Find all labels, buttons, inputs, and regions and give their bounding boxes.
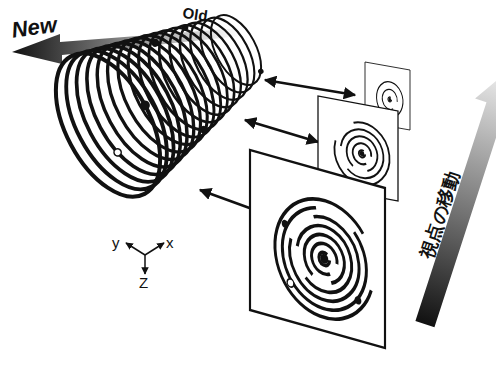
coil-dot — [151, 38, 160, 47]
panel-ring — [382, 88, 397, 111]
coil-dot — [140, 100, 151, 111]
panels — [250, 62, 410, 348]
panel-dot — [282, 219, 289, 229]
coil-dot — [113, 147, 123, 157]
viewpoint-arrow — [404, 65, 496, 331]
panel-ring — [388, 97, 392, 102]
axis-label: y — [112, 234, 120, 251]
stroke — [34, 36, 181, 213]
stroke — [123, 21, 230, 149]
coil-ring — [34, 35, 185, 214]
axes — [126, 243, 164, 274]
axis-label: x — [166, 234, 174, 251]
coil — [34, 7, 271, 214]
panel-ring — [359, 150, 365, 158]
panel-ring — [341, 126, 384, 182]
panel-center — [388, 97, 391, 101]
panel-ring — [275, 187, 371, 331]
panel-ring — [304, 229, 344, 286]
panel-ring — [353, 142, 372, 166]
panel-ring — [282, 198, 366, 320]
stroke — [250, 150, 385, 348]
view-panel — [250, 150, 385, 348]
panel-dot — [287, 278, 294, 288]
coil-dot — [258, 69, 263, 74]
panel-ring — [319, 251, 330, 267]
time-label: Old — [182, 4, 209, 24]
panel-center — [320, 253, 328, 265]
axis-label: Z — [139, 274, 148, 291]
panel-ring — [312, 240, 337, 277]
panel-dot — [355, 295, 362, 305]
coil-ring — [123, 21, 230, 149]
panel-center — [360, 151, 365, 157]
panel-ring — [347, 134, 378, 173]
